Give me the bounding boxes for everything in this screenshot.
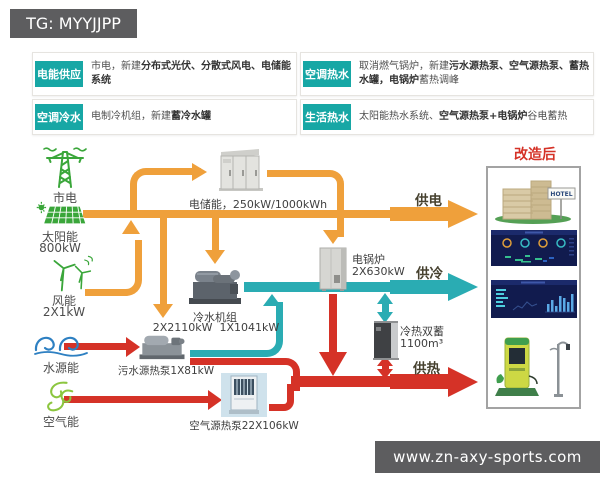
- info-tag: 空调热水: [303, 61, 351, 87]
- info-text: 市电，新建分布式光伏、分散式风电、电储能系统: [91, 60, 291, 87]
- info-text: 电制冷机组，新建蓄冷水罐: [91, 110, 211, 122]
- air-hp-heating-elbow: [269, 384, 294, 411]
- power-output-arrowhead: [448, 200, 478, 228]
- wind-turbine-icon: [53, 255, 93, 292]
- info-box-power-supply: 电能供应 市电，新建分布式光伏、分散式风电、电储能系统: [32, 52, 297, 96]
- battery-storage-image: [219, 149, 263, 191]
- solar-panel-icon: [36, 201, 86, 224]
- source-capacity-wind: 2X1kW: [42, 305, 86, 319]
- electric-branch-to-battery: [130, 168, 201, 217]
- thermal-storage-image: [373, 321, 399, 360]
- air-heat-pump-image: [221, 373, 267, 417]
- electric-to-chiller-line: [212, 218, 219, 250]
- storage-capacity: 1100m³: [400, 337, 444, 350]
- battery-to-boiler-elbow: [267, 170, 344, 237]
- boiler-capacity: 2X630kW: [352, 265, 405, 278]
- arrow-sewage-cooling-up: [263, 294, 281, 306]
- cooling-output-arrowhead: [448, 273, 478, 301]
- tg-watermark-text: TG: MYYJJPP: [26, 14, 121, 33]
- water-waves-icon: [34, 336, 88, 357]
- electric-main-line: [83, 210, 390, 218]
- water-source-line: [64, 343, 126, 350]
- sewage-heating-elbow: [190, 358, 300, 391]
- sewage-cooling-elbow: [190, 302, 283, 357]
- heating-main-line: [291, 376, 390, 387]
- info-box-hvac-hot-water: 空调热水 取消燃气锅炉，新建污水源热泵、空气源热泵、蓄热水罐，电锅炉蓄热调峰: [300, 52, 594, 96]
- heating-output-shaft: [390, 374, 448, 389]
- output-label-cooling: 供冷: [416, 266, 443, 282]
- cooling-main-line: [244, 282, 390, 292]
- source-label-grid: 市电: [52, 191, 77, 205]
- chiller-capacity: 2X2110kW 1X1041kW: [152, 321, 280, 334]
- storage-cool-arrow-up: [377, 293, 393, 304]
- electric-to-sewage-line: [160, 218, 167, 304]
- boiler-label: 电锅炉: [352, 253, 385, 266]
- info-box-domestic-hot-water: 生活热水 太阳能热水系统、空气源热泵+电锅炉谷电蓄热: [300, 99, 594, 135]
- source-label-water: 水源能: [42, 361, 79, 375]
- output-label-power: 供电: [415, 193, 442, 209]
- power-tower-icon: [43, 147, 87, 188]
- storage-cool-link: [382, 303, 389, 313]
- info-box-chilled-water: 空调冷水 电制冷机组，新建蓄冷水罐: [32, 99, 297, 135]
- arrow-wind-up: [122, 220, 140, 234]
- arrow-into-sewage-hp: [153, 304, 173, 318]
- info-tag: 电能供应: [35, 61, 83, 87]
- source-label-wind: 风能: [51, 294, 76, 308]
- arrow-into-battery: [192, 163, 207, 181]
- storage-cool-arrow-down: [377, 312, 393, 323]
- info-text: 取消燃气锅炉，新建污水源热泵、空气源热泵、蓄热水罐，电锅炉蓄热调峰: [359, 60, 589, 87]
- power-output-shaft: [390, 207, 448, 221]
- info-text: 太阳能热水系统、空气源热泵+电锅炉谷电蓄热: [359, 110, 568, 122]
- tg-watermark: TG: MYYJJPP: [10, 9, 137, 38]
- output-label-heating: 供热: [413, 361, 440, 377]
- cooling-output-shaft: [390, 280, 448, 294]
- wind-feed-elbow: [85, 240, 142, 296]
- after-retrofit-panel: HOTEL: [486, 166, 581, 409]
- air-swirl-icon: [47, 381, 74, 412]
- storage-heat-arrow-up: [377, 356, 393, 366]
- storage-heat-link: [382, 365, 389, 370]
- info-tag: 生活热水: [303, 104, 351, 130]
- source-capacity-solar: 800kW: [39, 241, 81, 255]
- info-tag: 空调冷水: [35, 104, 83, 130]
- website-watermark-text: www.zn-axy-sports.com: [393, 448, 582, 466]
- after-retrofit-title: 改造后: [514, 147, 556, 163]
- chiller-image: [189, 270, 241, 304]
- dashboard-gauges-image: [491, 230, 577, 266]
- arrow-into-chiller: [205, 250, 225, 264]
- electric-boiler-image: [319, 247, 347, 291]
- arrow-into-boiler: [323, 230, 343, 244]
- storage-heat-arrow-down: [377, 369, 393, 379]
- air-hp-label: 空气源热泵22X106kW: [189, 420, 299, 432]
- chiller-label: 冷水机组: [193, 311, 237, 324]
- website-watermark: www.zn-axy-sports.com: [375, 441, 600, 473]
- battery-label: 电储能，250kW/1000kWh: [188, 198, 328, 211]
- hotel-sign-text: HOTEL: [550, 191, 572, 198]
- arrow-air-into-air-hp: [208, 390, 222, 410]
- storage-label: 冷热双蓄: [400, 325, 444, 338]
- ev-charger-and-lamp-image: [495, 337, 570, 397]
- arrow-boiler-down: [319, 352, 347, 376]
- heating-output-arrowhead: [448, 367, 478, 397]
- hotel-building-image: HOTEL: [495, 180, 576, 224]
- source-label-solar: 太阳能: [41, 230, 78, 244]
- boiler-heating-line: [329, 294, 337, 354]
- sewage-heat-pump-image: [139, 335, 185, 360]
- arrow-water-into-sewage-hp: [126, 337, 140, 357]
- dashboard-charts-image: [491, 280, 577, 318]
- sewage-hp-label: 污水源热泵1X81kW: [117, 365, 215, 377]
- source-label-air: 空气能: [42, 415, 79, 429]
- air-source-line: [64, 396, 208, 403]
